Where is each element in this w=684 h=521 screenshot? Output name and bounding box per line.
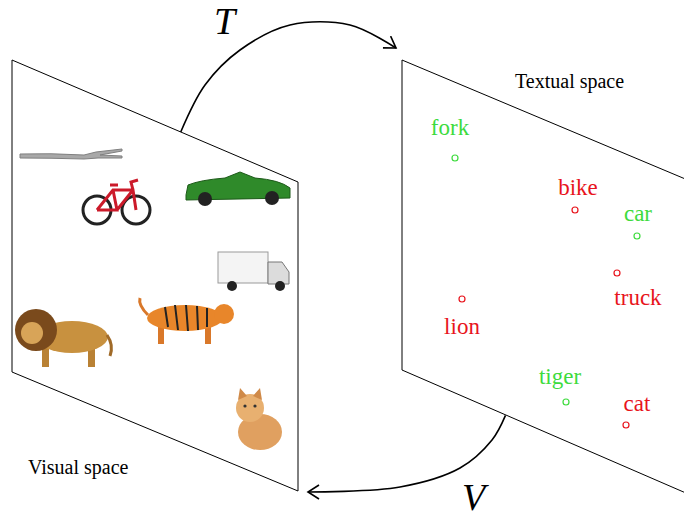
space-plane: Visual space xyxy=(12,60,298,491)
fork-shape xyxy=(20,149,122,159)
mapping-name: V xyxy=(462,478,485,516)
lion-tail xyxy=(107,335,111,356)
word-label: fork xyxy=(431,116,469,139)
truck-wheel xyxy=(275,281,285,291)
embedding-dot xyxy=(563,399,569,405)
cat-picture xyxy=(236,388,282,450)
cat-ears xyxy=(238,388,262,400)
embedding-dot xyxy=(459,296,465,302)
bike-picture xyxy=(83,180,150,224)
tiger-picture xyxy=(140,298,234,344)
embedding-dot xyxy=(614,270,620,276)
word-label: car xyxy=(624,202,652,225)
word-label: truck xyxy=(614,286,661,309)
plane-title: Visual space xyxy=(28,457,128,477)
lion-face xyxy=(21,322,43,344)
car-wheel xyxy=(265,191,279,205)
tiger-head xyxy=(214,304,234,324)
fork-picture xyxy=(20,149,122,159)
truck-wheel xyxy=(227,281,237,291)
embedding-dot xyxy=(634,233,640,239)
truck-cab xyxy=(268,262,289,284)
truck-box xyxy=(218,252,268,283)
cat-eye xyxy=(253,404,256,407)
car-picture xyxy=(186,172,290,206)
lion-mane xyxy=(15,309,57,351)
embedding-dot xyxy=(572,207,578,213)
word-label: cat xyxy=(624,392,651,415)
word-label: tiger xyxy=(539,365,581,388)
word-label: lion xyxy=(444,315,480,338)
truck-picture xyxy=(218,252,289,291)
embedding-dot xyxy=(623,422,629,428)
embedding-dot xyxy=(452,155,458,161)
embedding-points xyxy=(452,155,640,428)
bike-frame xyxy=(97,180,138,210)
tiger-stripes xyxy=(165,305,207,331)
plane-title: Textual space xyxy=(515,71,624,91)
plane-outline xyxy=(12,60,298,491)
tiger-body xyxy=(147,305,223,331)
mapping-arrow xyxy=(181,22,396,132)
plane-border xyxy=(12,60,298,491)
word-label: bike xyxy=(558,176,598,199)
tiger-tail xyxy=(140,298,148,315)
lion-picture xyxy=(15,309,111,367)
cat-eye xyxy=(243,404,246,407)
car-wheel xyxy=(198,192,212,206)
plane-border xyxy=(402,60,684,500)
mapping-name: T xyxy=(214,2,235,40)
